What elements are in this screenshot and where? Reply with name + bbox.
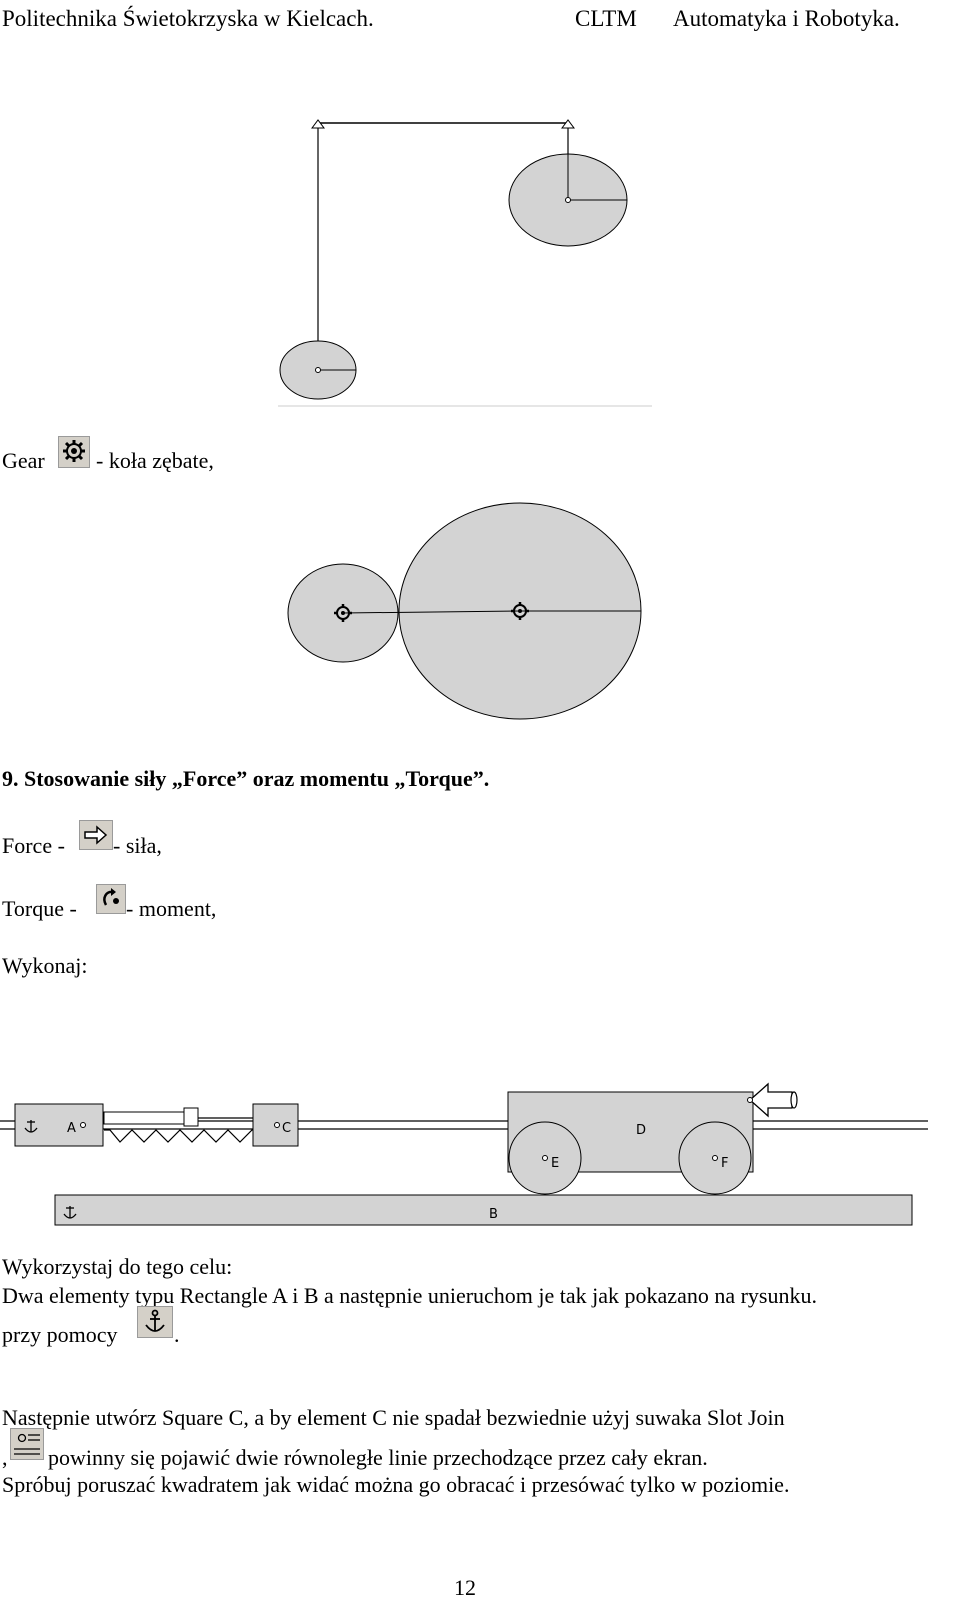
small-gear-hub-icon	[334, 604, 352, 622]
large-gear-hub-icon	[511, 602, 529, 620]
body-line-5-prefix: ,	[2, 1445, 8, 1470]
wykonaj-label: Wykonaj:	[2, 953, 88, 978]
force-label: Force -	[2, 833, 65, 858]
body-line-3-prefix: przy pomocy	[2, 1322, 118, 1347]
cart-diagram: A C D E F B	[0, 1070, 928, 1240]
section-title: 9. Stosowanie siły „Force” oraz momentu …	[2, 766, 490, 791]
gear-label: Gear	[2, 448, 45, 473]
label-d: D	[636, 1123, 646, 1138]
force-description: - siła,	[113, 833, 162, 858]
anchor-b-icon	[63, 1206, 77, 1219]
label-a: A	[67, 1121, 76, 1136]
label-f: F	[721, 1156, 728, 1171]
body-line-4: Następnie utwórz Square C, a by element …	[2, 1405, 785, 1430]
slot-join-icon	[10, 1428, 44, 1460]
body-line-2: Dwa elementy typu Rectangle A i B a nast…	[2, 1283, 817, 1308]
header-institution: Politechnika Świetokrzyska w Kielcach.	[2, 6, 374, 31]
label-c: C	[282, 1121, 291, 1136]
pendulum-diagram	[278, 119, 652, 407]
torque-icon	[96, 884, 126, 914]
header-department: Automatyka i Robotyka.	[673, 6, 900, 31]
gears-diagram	[287, 502, 642, 720]
torque-label: Torque -	[2, 896, 77, 921]
label-e: E	[551, 1156, 559, 1171]
body-line-5: powinny się pojawić dwie równoległe lini…	[48, 1445, 708, 1470]
header-code: CLTM	[575, 6, 637, 31]
gear-icon	[58, 436, 90, 468]
body-line-6: Spróbuj poruszać kwadratem jak widać moż…	[2, 1472, 790, 1497]
applied-force-arrow-icon	[749, 1082, 798, 1118]
torque-description: - moment,	[126, 896, 217, 921]
gear-description: - koła zębate,	[96, 448, 214, 473]
label-b: B	[489, 1207, 498, 1222]
anchor-icon	[137, 1306, 173, 1338]
page-number: 12	[454, 1575, 476, 1600]
body-line-3-suffix: .	[174, 1322, 180, 1347]
force-arrow-icon	[79, 820, 113, 850]
anchor-a-icon	[24, 1120, 38, 1133]
body-line-1: Wykorzystaj do tego celu:	[2, 1254, 233, 1279]
